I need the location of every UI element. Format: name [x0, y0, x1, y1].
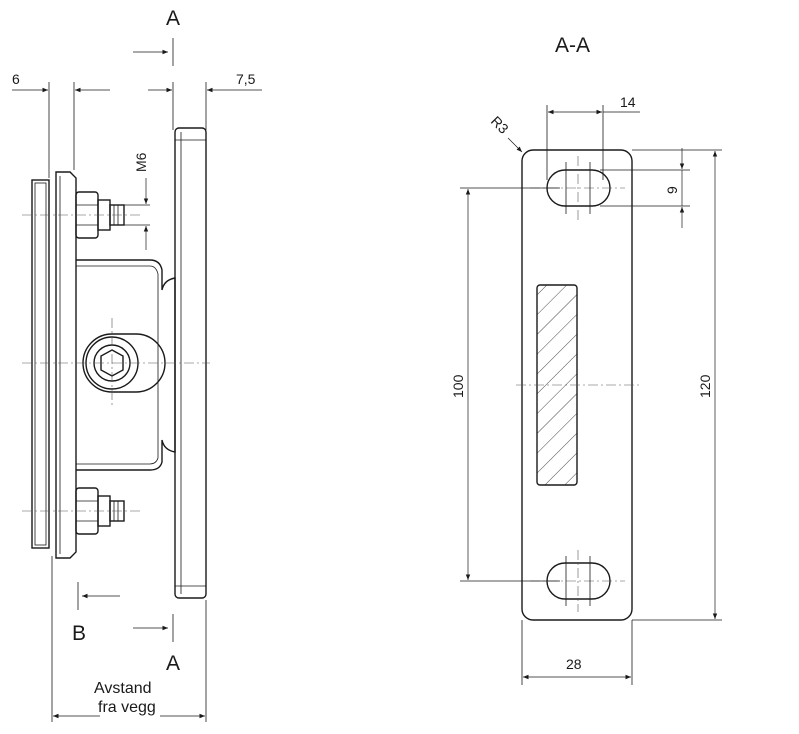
- dim-m6-label: M6: [133, 152, 149, 172]
- section-mark-b: B: [72, 622, 86, 645]
- b-arrow: [77, 582, 120, 610]
- section-arrow-top: [133, 38, 174, 66]
- dim-7-5: 7,5: [148, 71, 262, 130]
- dim-120: 120: [632, 149, 722, 621]
- dim-14-label: 14: [620, 94, 636, 110]
- dim-r3-label: R3: [488, 113, 512, 137]
- section-arrow-bottom: [133, 614, 174, 642]
- section-mark-a-bottom: A: [166, 652, 180, 675]
- dim-m6: M6: [124, 152, 150, 250]
- distance-label-line1: Avstand: [94, 680, 152, 697]
- dim-100-label: 100: [450, 374, 466, 398]
- side-view: A A B 6 7,5: [12, 7, 262, 722]
- section-view: A-A R3 14: [450, 34, 722, 685]
- dim-r3: R3: [488, 113, 523, 153]
- dim-14: 14: [546, 94, 640, 180]
- section-title: A-A: [555, 34, 590, 57]
- distance-label-line2: fra vegg: [98, 699, 156, 716]
- dim-9: 9: [600, 148, 690, 228]
- inner-plate: [55, 171, 77, 559]
- dim-100: 100: [450, 187, 560, 582]
- section-mark-a-top: A: [166, 7, 180, 30]
- dim-28: 28: [521, 620, 633, 685]
- dim-120-label: 120: [697, 374, 713, 398]
- dim-7-5-label: 7,5: [236, 71, 256, 87]
- dim-6: 6: [12, 71, 110, 178]
- dim-distance: Avstand fra vegg: [51, 556, 207, 722]
- dim-9-label: 9: [664, 186, 680, 194]
- dim-28-label: 28: [566, 656, 582, 672]
- z-bracket: [76, 259, 176, 471]
- wall-plate: [31, 179, 50, 549]
- dim-6-label: 6: [12, 71, 20, 87]
